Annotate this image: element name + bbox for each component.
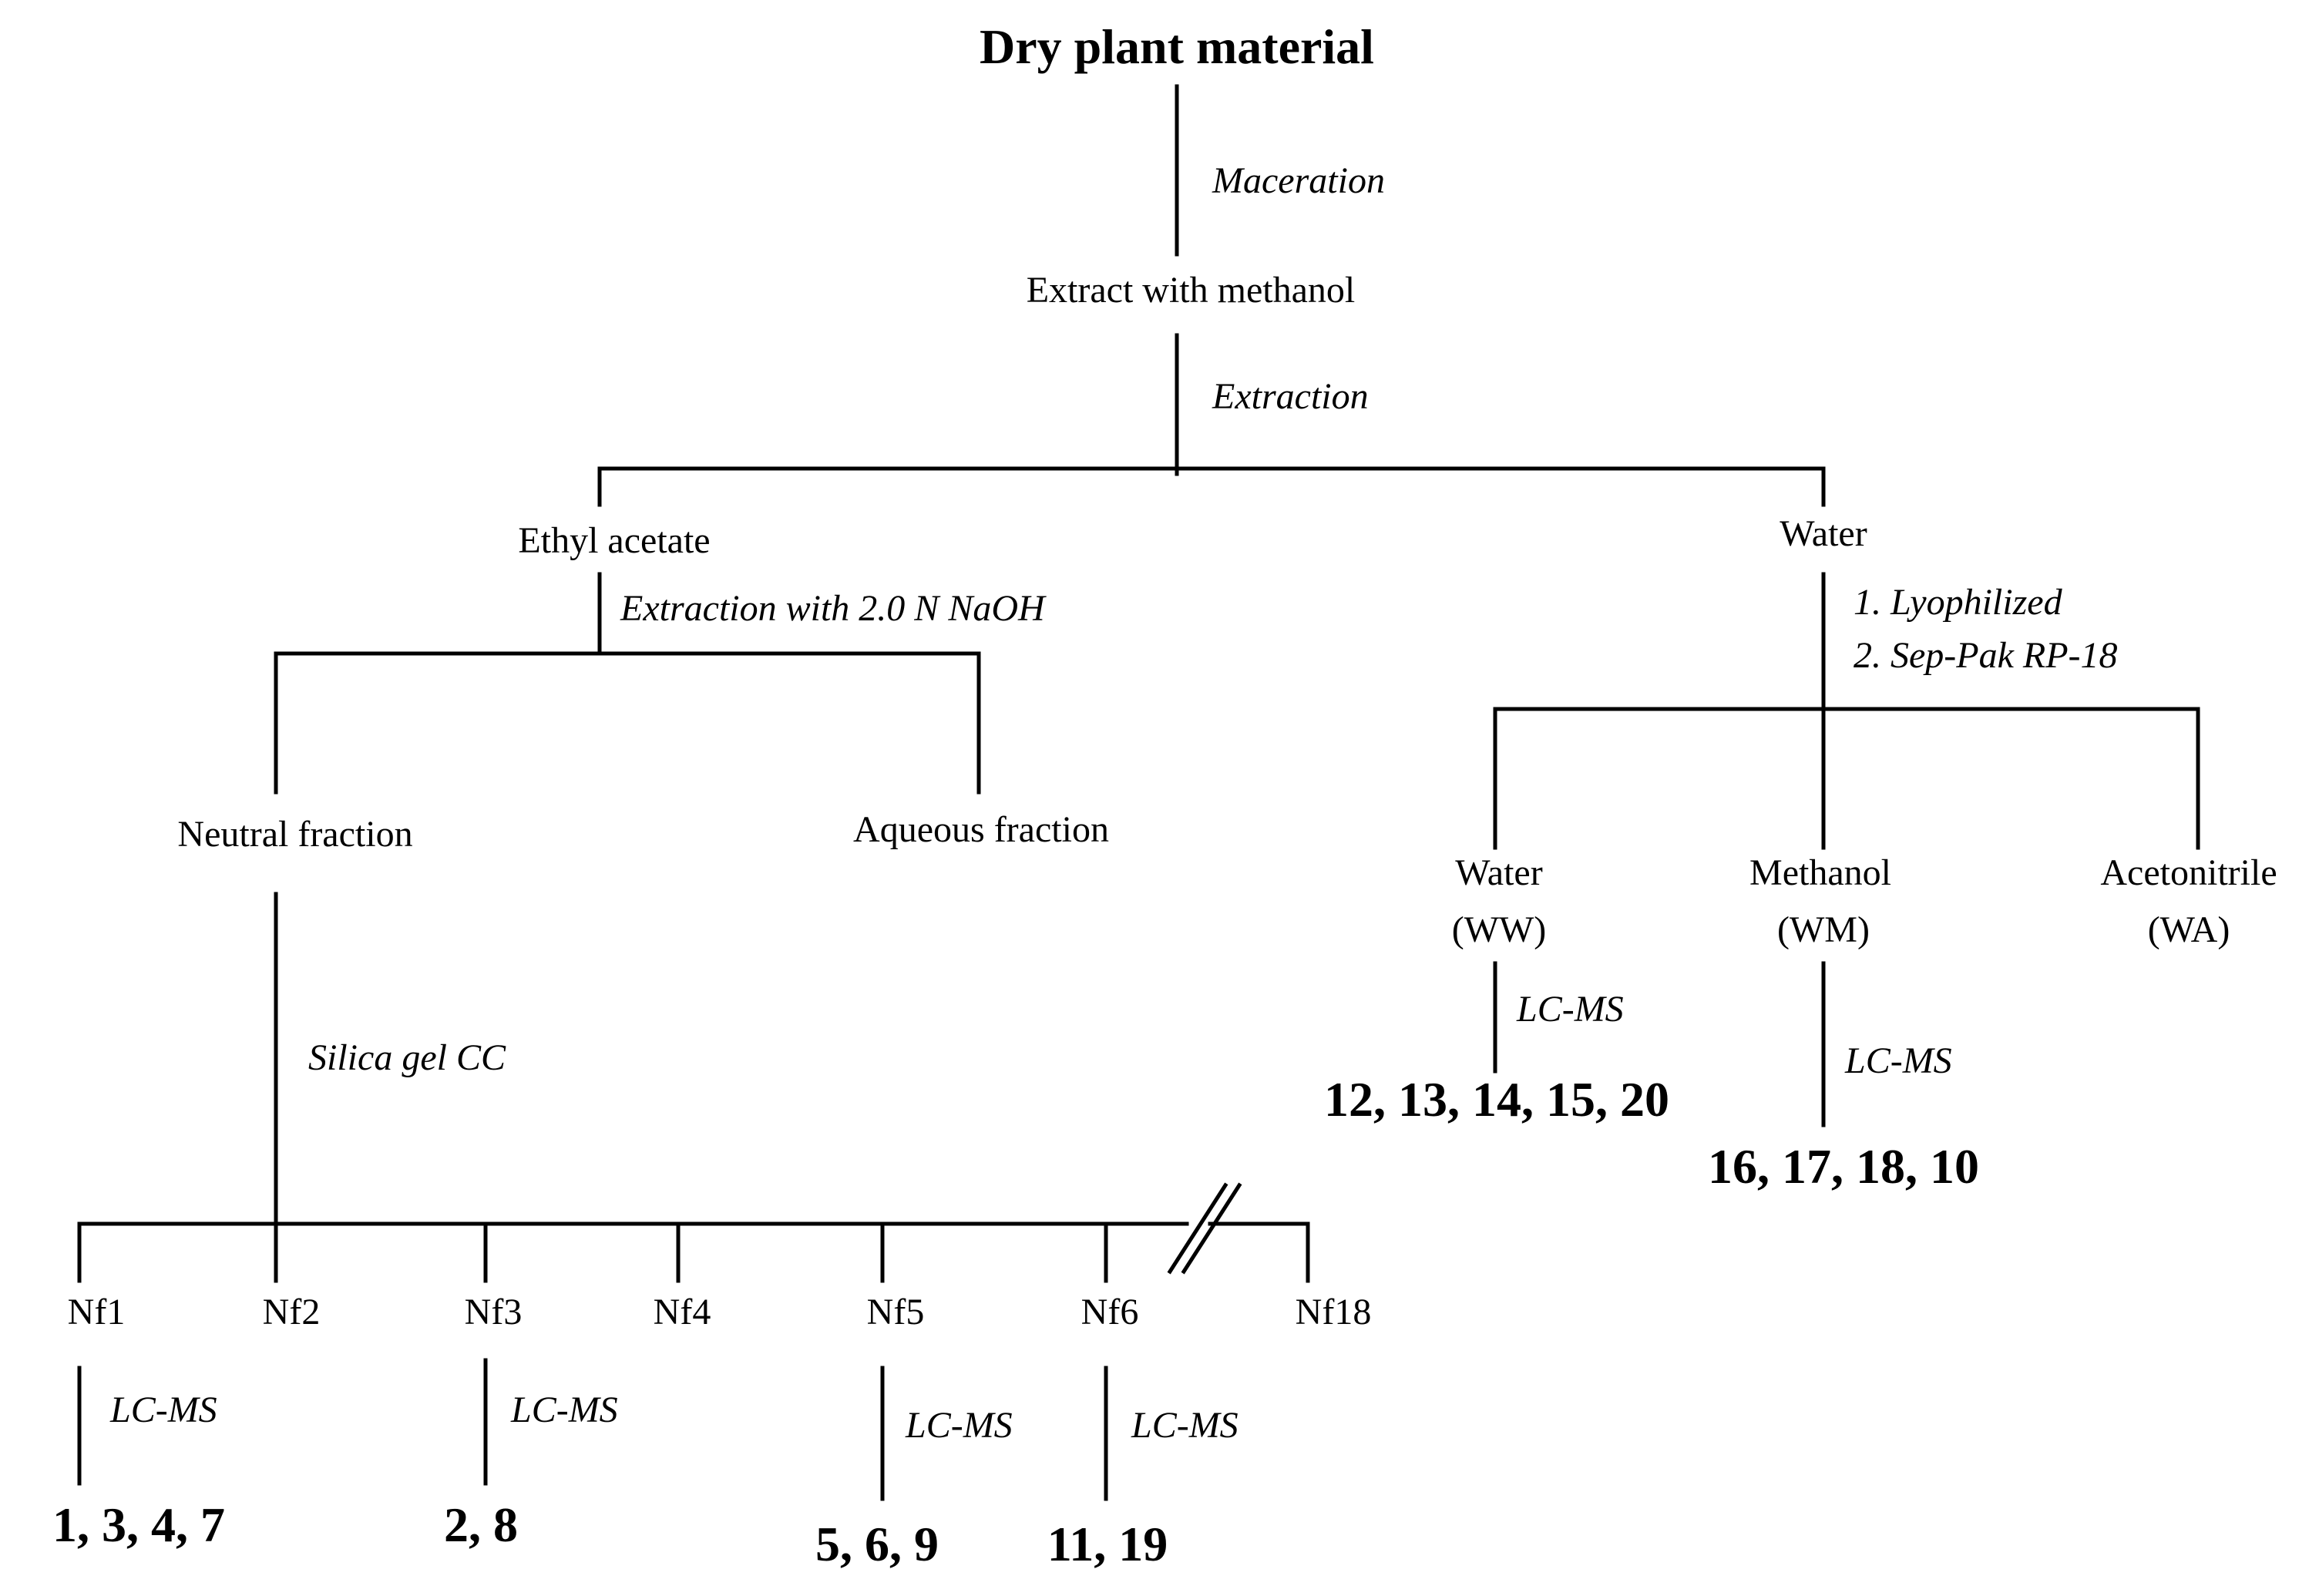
break-mark-b bbox=[1181, 1182, 1242, 1275]
connector-lines bbox=[77, 84, 2200, 1501]
diagram-title: Dry plant material bbox=[980, 19, 1374, 74]
fraction-nf5: Nf5 bbox=[867, 1292, 925, 1332]
node-ww-name: Water bbox=[1455, 852, 1542, 893]
fraction-nf2: Nf2 bbox=[263, 1292, 321, 1332]
fraction-nf1: Nf1 bbox=[68, 1292, 126, 1332]
break-mark-a bbox=[1167, 1182, 1228, 1275]
compounds-nf5: 5, 6, 9 bbox=[815, 1517, 939, 1571]
step-naoh-extraction: Extraction with 2.0 N NaOH bbox=[620, 588, 1047, 629]
step-lcms-nf6: LC-MS bbox=[1131, 1405, 1239, 1446]
node-neutral-fraction: Neutral fraction bbox=[177, 814, 412, 855]
node-wm-name: Methanol bbox=[1749, 852, 1891, 893]
step-lcms-nf5: LC-MS bbox=[905, 1405, 1013, 1446]
compounds-ww: 12, 13, 14, 15, 20 bbox=[1324, 1072, 1669, 1127]
fraction-nf3: Nf3 bbox=[465, 1292, 523, 1332]
compounds-nf1: 1, 3, 4, 7 bbox=[52, 1497, 225, 1552]
node-wa-code: (WA) bbox=[2148, 909, 2230, 950]
node-ww-code: (WW) bbox=[1452, 909, 1547, 950]
fraction-nf6: Nf6 bbox=[1081, 1292, 1139, 1332]
compounds-nf6: 11, 19 bbox=[1047, 1517, 1168, 1571]
node-water: Water bbox=[1780, 513, 1867, 554]
node-aqueous-fraction: Aqueous fraction bbox=[853, 809, 1109, 850]
step-lcms-ww: LC-MS bbox=[1516, 989, 1624, 1030]
compounds-wm: 16, 17, 18, 10 bbox=[1708, 1139, 1979, 1194]
step-lcms-wm: LC-MS bbox=[1844, 1040, 1952, 1081]
step-sep-pak: 2. Sep-Pak RP-18 bbox=[1854, 635, 2118, 676]
compounds-nf3: 2, 8 bbox=[444, 1497, 518, 1552]
node-methanol-extract: Extract with methanol bbox=[1027, 270, 1356, 311]
step-lyophilized: 1. Lyophilized bbox=[1854, 582, 2063, 623]
fraction-nf4: Nf4 bbox=[654, 1292, 711, 1332]
step-lcms-nf1: LC-MS bbox=[109, 1389, 217, 1430]
fraction-nf18: Nf18 bbox=[1296, 1292, 1372, 1332]
node-wm-code: (WM) bbox=[1777, 909, 1870, 950]
step-silica-gel: Silica gel CC bbox=[308, 1037, 506, 1078]
step-maceration: Maceration bbox=[1212, 160, 1385, 201]
node-wa-name: Acetonitrile bbox=[2100, 852, 2277, 893]
step-lcms-nf3: LC-MS bbox=[510, 1389, 618, 1430]
step-extraction: Extraction bbox=[1212, 376, 1369, 417]
node-ethyl-acetate: Ethyl acetate bbox=[518, 520, 710, 561]
